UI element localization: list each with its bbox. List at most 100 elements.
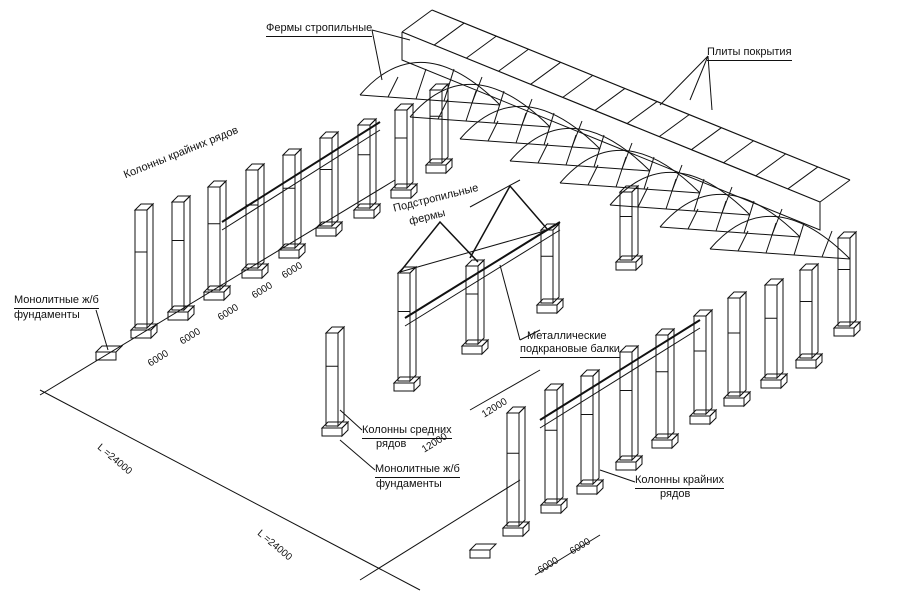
label-outer-columns-right-a: Колонны крайних [635,474,724,489]
rafter-truss-web-8-3 [793,222,805,256]
foundation-front [723,397,745,407]
leader-roof-slabs-1 [689,55,709,101]
leader-crane-beams-1 [499,264,521,341]
label-monolithic-foundations-1a: Монолитные ж/б [14,294,99,309]
rafter-truss-web-4-1 [537,142,549,164]
column-left-row-8 [389,102,419,200]
foundation-side [223,284,231,302]
foundation-front [321,427,343,437]
column-front [764,284,778,379]
column-middle-row-1 [320,325,350,438]
foundation-front [536,304,558,314]
rafter-truss-web-4-2 [565,134,577,166]
subrafter-truss-chord [399,229,549,273]
roof-slab-edge-13 [819,179,851,203]
column-right-row-5 [650,327,680,450]
column-side [739,290,747,398]
foundation-side [853,320,861,338]
foundation-front [576,485,598,495]
label-roof-slabs: Плиты покрытия [707,46,792,61]
foundation-front [461,345,483,355]
column-cap [543,383,565,391]
rafter-truss-web-7-3 [743,200,755,234]
leader-subrafter [469,179,521,208]
column-cap [798,263,820,271]
column-side [257,162,265,270]
column-cap [464,259,486,267]
rafter-truss-web-2-2 [465,90,477,122]
column-cap [356,118,378,126]
rafter-truss-web-1-2 [415,68,427,100]
rafter-truss-chord-5 [559,182,701,194]
rafter-truss-arch-5 [559,150,701,194]
column-cap [318,131,340,139]
roof-slab-edge-12 [787,166,819,190]
rafter-truss-arch-1 [359,62,501,106]
column-right-row-4 [614,344,644,472]
column-side [219,179,227,292]
crane-beam-middle-2 [404,229,561,327]
isolated-foundation-left [94,345,124,353]
rafter-truss-web-5-1 [587,164,599,186]
leader-roof-slabs-2 [707,55,713,111]
column-front [171,201,185,311]
rafter-truss-web-1-3 [443,68,455,102]
rafter-truss-arch-6 [609,172,751,216]
column-right-row-2 [539,382,569,515]
column-cap [654,328,676,336]
roof-slab-edge-11 [755,153,786,177]
column-cap [763,278,785,286]
leader-crane-beams-2 [519,329,541,341]
column-cap [692,309,714,317]
rafter-truss-chord-6 [609,204,751,216]
column-side [441,82,449,165]
rafter-truss-chord-7 [659,226,801,238]
column-left-row-4 [240,162,270,280]
column-right-row-10 [832,230,862,338]
foundation-front [833,327,855,337]
crane-beam-left-bottom [221,129,381,231]
foundation-front [315,227,337,237]
column-middle-row-5 [614,184,644,272]
column-right-row-3 [575,368,605,496]
column-right-row-1 [501,405,531,538]
foundation-side [481,338,489,356]
rafter-truss-web-8-4 [821,230,833,258]
column-cap [836,231,858,239]
column-left-row-5 [277,147,307,260]
column-front [207,186,221,291]
rafter-truss-chord-8 [709,248,851,260]
roof-ridge-back [431,9,851,181]
label-monolithic-foundations-2b: фундаменты [376,478,442,490]
column-front [245,169,259,269]
column-left-row-3 [202,179,232,302]
foundation-side [743,390,751,408]
foundation-side [635,454,643,472]
rafter-truss-chord-4 [509,160,651,172]
dim-line-left-span [39,389,421,591]
foundation-front [278,249,300,259]
leader-foundations-1 [95,309,109,351]
roof-slab-edge-1 [433,22,465,46]
rafter-truss-arch-8 [709,216,851,260]
isolated-foundation-right-front [469,549,491,559]
rafter-truss-web-3-1 [487,120,499,142]
label-outer-columns-right-b: рядов [660,488,691,500]
rafter-truss-web-6-3 [693,178,705,212]
subrafter-truss-1 [399,220,479,273]
column-side [631,184,639,262]
column-front [655,334,669,439]
crane-beam-right-1 [539,319,701,421]
foundation-front [393,382,415,392]
column-middle-row-2 [392,265,422,393]
column-left-row-1 [129,202,159,340]
foundation-side [560,497,568,515]
foundation-side [410,182,418,200]
foundation-front [615,261,637,271]
foundation-side [780,372,788,390]
roof-slab-edge-2 [466,35,497,59]
foundation-front [353,209,375,219]
column-cap [393,103,415,111]
rafter-truss-chord-2 [409,116,551,128]
